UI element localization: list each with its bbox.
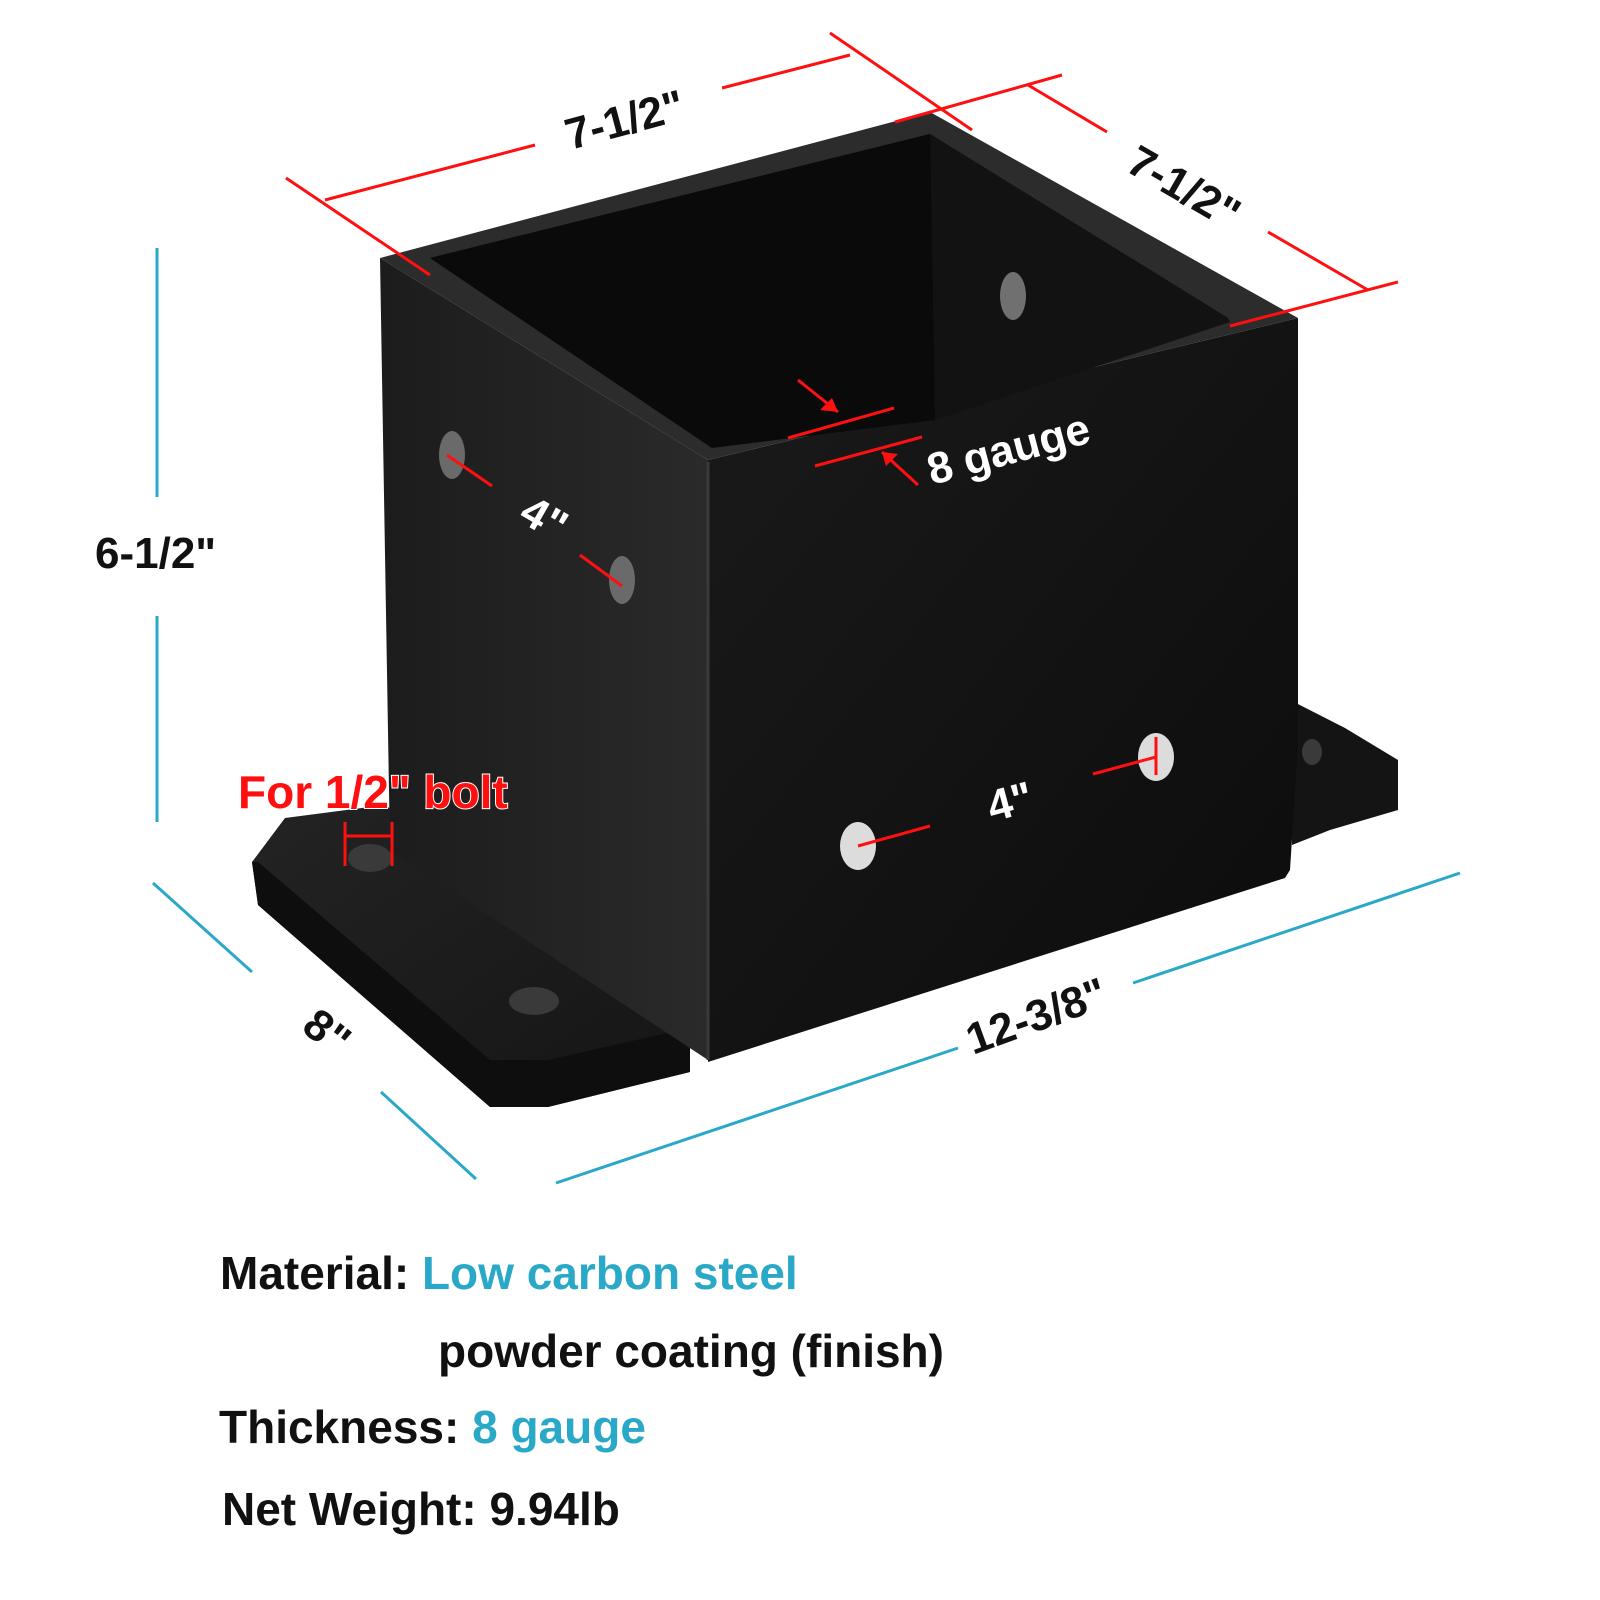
inner-left-wall [430, 134, 935, 448]
right-plate-hole [1302, 739, 1322, 765]
left-wall-hole-lower [609, 556, 635, 604]
left-plate-edge [252, 862, 690, 1107]
left-wall-hole-upper [439, 431, 465, 479]
inner-wall-hole [1000, 272, 1026, 320]
base-depth-label: 8" [294, 999, 360, 1066]
left-plate-hole-back [348, 844, 392, 872]
left-base-plate [252, 805, 690, 1107]
bolt-label: For 1/2" bolt [238, 766, 508, 818]
top-depth-label: 7-1/2" [1119, 136, 1248, 239]
base-length-label: 12-3/8" [960, 969, 1114, 1065]
top-width-label: 7-1/2" [560, 81, 690, 160]
post-base-bracket [252, 112, 1398, 1107]
right-base-plate [1290, 700, 1398, 845]
inner-right-wall [930, 134, 1230, 420]
left-plate-hole-front [509, 987, 559, 1015]
cyan-dimension-lines [151, 248, 1461, 1185]
height-label: 6-1/2" [95, 529, 216, 578]
red-arrowheads [820, 398, 898, 466]
red-dimension-lines [285, 31, 1399, 866]
front-wall [708, 318, 1298, 1062]
